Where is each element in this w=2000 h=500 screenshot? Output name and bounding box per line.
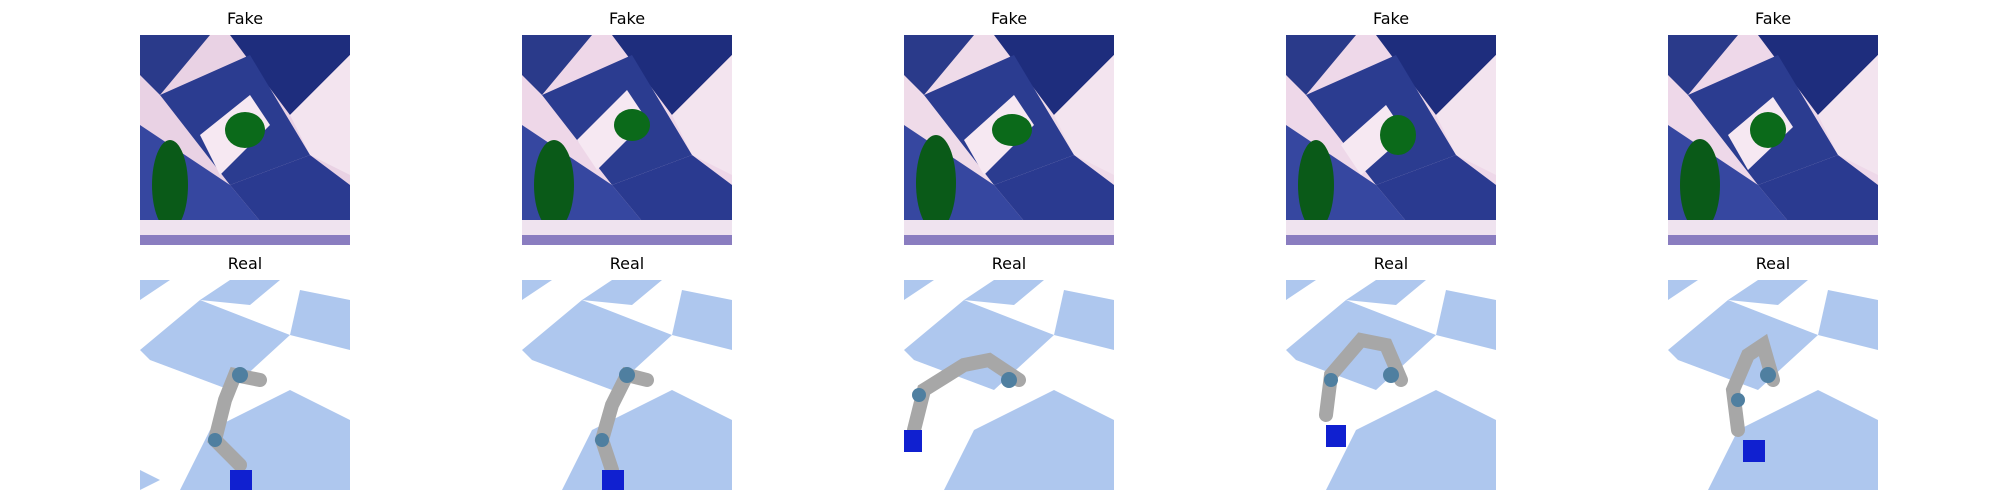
robot-scene-image: [522, 280, 732, 490]
panel-title: Real: [1755, 254, 1791, 273]
panel-title: Real: [1373, 254, 1409, 273]
fake-image: [1668, 35, 1878, 245]
panel-title: Real: [991, 254, 1027, 273]
real-image: [1286, 280, 1496, 490]
robot-scene-image: [1668, 280, 1878, 490]
panel-title: Fake: [226, 9, 264, 28]
fake-image: [522, 35, 732, 245]
generated-image: [1286, 35, 1496, 245]
robot-scene-image: [140, 280, 350, 490]
real-image: [140, 280, 350, 490]
panel-title: Fake: [608, 9, 646, 28]
generated-image: [1668, 35, 1878, 245]
real-image: [1668, 280, 1878, 490]
robot-scene-image: [1286, 280, 1496, 490]
panel-title: Fake: [990, 9, 1028, 28]
panel-title: Fake: [1754, 9, 1792, 28]
generated-image: [140, 35, 350, 245]
panel-title: Real: [227, 254, 263, 273]
panel-title: Real: [609, 254, 645, 273]
robot-scene-image: [904, 280, 1114, 490]
real-image: [522, 280, 732, 490]
generated-image: [904, 35, 1114, 245]
panel-title: Fake: [1372, 9, 1410, 28]
real-image: [904, 280, 1114, 490]
fake-image: [1286, 35, 1496, 245]
fake-image: [140, 35, 350, 245]
fake-image: [904, 35, 1114, 245]
generated-image: [522, 35, 732, 245]
